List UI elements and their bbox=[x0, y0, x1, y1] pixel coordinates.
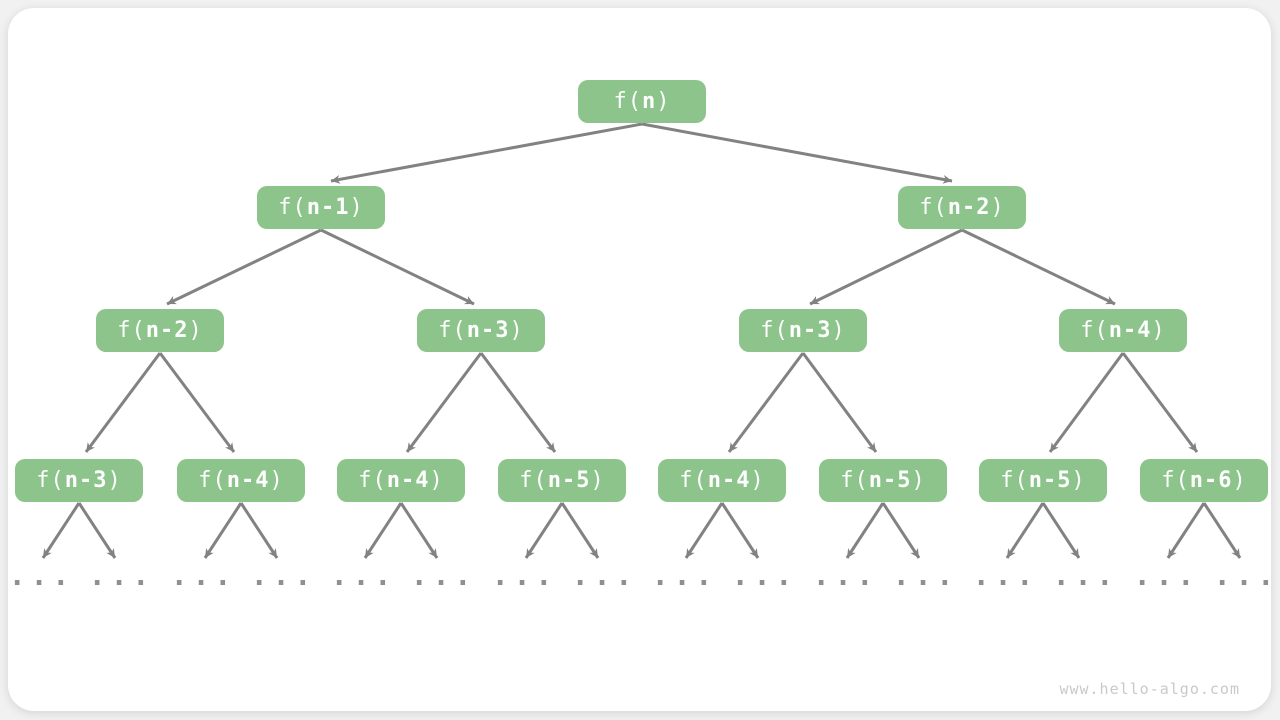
ellipsis-leaf: ... bbox=[1052, 559, 1119, 592]
ellipsis-leaf: ... bbox=[571, 559, 638, 592]
ellipsis-leaf: ... bbox=[170, 559, 237, 592]
ellipsis-leaf: ... bbox=[491, 559, 558, 592]
tree-node: f(n-4) bbox=[658, 459, 786, 502]
tree-node: f(n-4) bbox=[337, 459, 465, 502]
tree-node: f(n-5) bbox=[979, 459, 1107, 502]
ellipsis-leaf: ... bbox=[892, 559, 959, 592]
ellipsis-leaf: ... bbox=[812, 559, 879, 592]
watermark: www.hello-algo.com bbox=[1059, 680, 1240, 698]
tree-node: f(n-4) bbox=[1059, 309, 1187, 352]
ellipsis-leaf: ... bbox=[410, 559, 477, 592]
ellipsis-leaf: ... bbox=[8, 559, 75, 592]
ellipsis-leaf: ... bbox=[651, 559, 718, 592]
tree-node: f(n-2) bbox=[96, 309, 224, 352]
ellipsis-leaf: ... bbox=[330, 559, 397, 592]
ellipsis-leaf: ... bbox=[88, 559, 155, 592]
tree-node: f(n-1) bbox=[257, 186, 385, 229]
tree-node: f(n-2) bbox=[898, 186, 1026, 229]
tree-node: f(n-5) bbox=[819, 459, 947, 502]
ellipsis-leaf: ... bbox=[1213, 559, 1280, 592]
tree-node: f(n-5) bbox=[498, 459, 626, 502]
tree-node: f(n-3) bbox=[15, 459, 143, 502]
ellipsis-leaf: ... bbox=[250, 559, 317, 592]
ellipsis-leaf: ... bbox=[731, 559, 798, 592]
tree-node: f(n-3) bbox=[739, 309, 867, 352]
ellipsis-leaf: ... bbox=[1133, 559, 1200, 592]
tree-node: f(n-6) bbox=[1140, 459, 1268, 502]
tree-node-root: f(n) bbox=[578, 80, 706, 123]
tree-node: f(n-4) bbox=[177, 459, 305, 502]
tree-node: f(n-3) bbox=[417, 309, 545, 352]
ellipsis-leaf: ... bbox=[972, 559, 1039, 592]
